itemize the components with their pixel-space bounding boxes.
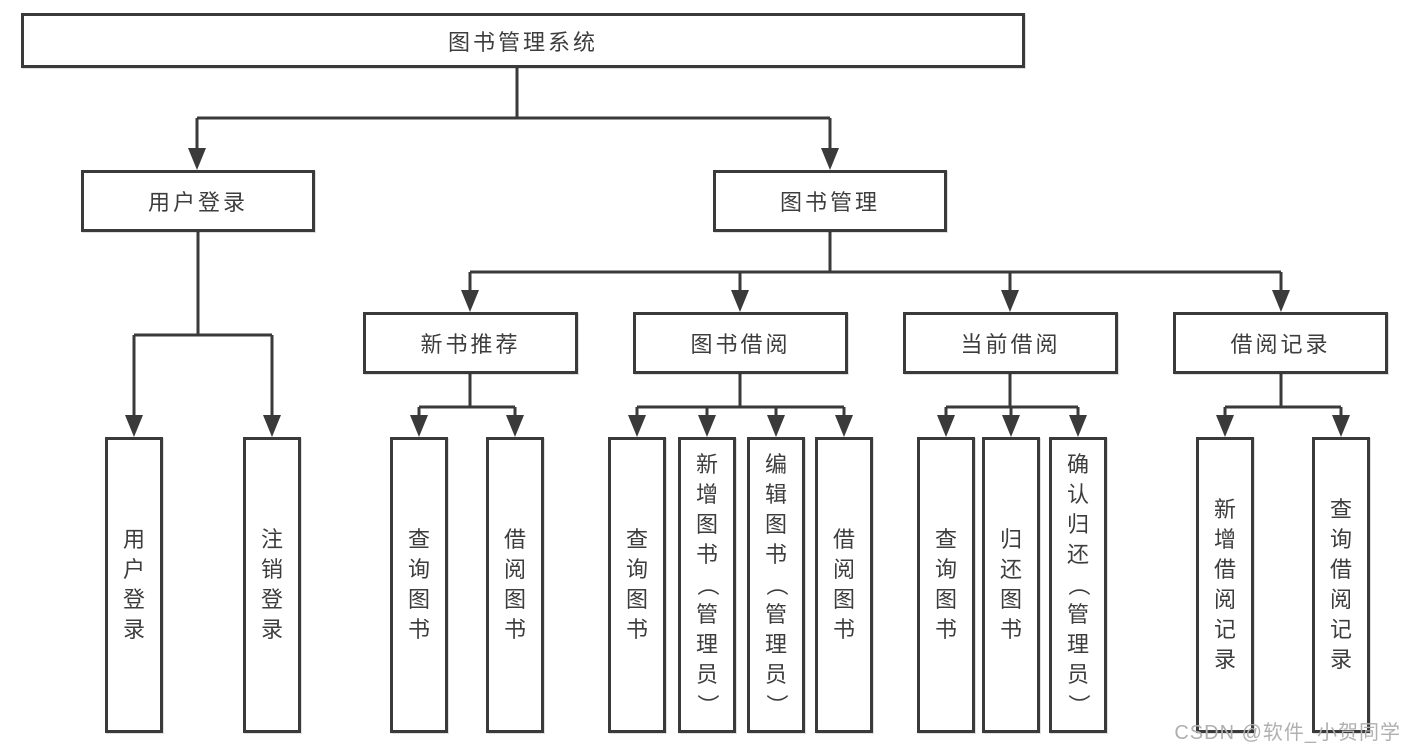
- leaf-br-query-record-label: 查询借阅记录: [1329, 497, 1352, 672]
- leaf-user-login: 用户登录: [105, 437, 163, 733]
- leaf-bb-add-books-admin-label: 新增图书（管理员）: [695, 452, 720, 716]
- arrowhead-nb-borrow: [506, 415, 524, 437]
- leaf-cb-confirm-return-admin-label: 确认归还（管理员）: [1066, 452, 1091, 716]
- leaf-bb-edit-books-admin: 编辑图书（管理员）: [747, 437, 805, 733]
- arrowhead-nb-query: [410, 415, 428, 437]
- arrowhead-br-query: [1332, 415, 1350, 437]
- node-book-borrow: 图书借阅: [633, 312, 848, 374]
- leaf-br-query-record: 查询借阅记录: [1312, 437, 1370, 733]
- node-new-book-rec: 新书推荐: [363, 312, 578, 374]
- connector-book-borrow-to-leaves: [628, 374, 853, 437]
- leaf-logout: 注销登录: [243, 437, 301, 733]
- arrowhead-br-add: [1216, 415, 1234, 437]
- connector-borrow-record-to-leaves: [1216, 374, 1350, 437]
- connector-book-mgmt-to-level3: [461, 232, 1290, 312]
- arrowhead-book-mgmt: [821, 148, 839, 170]
- connector-user-login-to-leaves: [125, 232, 281, 437]
- leaf-nb-borrow-books-label: 借阅图书: [503, 527, 526, 642]
- leaf-br-add-record-label: 新增借阅记录: [1213, 497, 1236, 672]
- leaf-cb-return-books: 归还图书: [982, 437, 1040, 733]
- leaf-cb-query-books-label: 查询图书: [934, 527, 957, 642]
- node-root: 图书管理系统: [21, 13, 1025, 68]
- leaf-bb-edit-books-admin-label: 编辑图书（管理员）: [764, 452, 789, 716]
- leaf-bb-borrow-books-label: 借阅图书: [832, 527, 855, 642]
- arrowhead-cb-confirm: [1069, 415, 1087, 437]
- arrowhead-borrow-record: [1272, 290, 1290, 312]
- arrowhead-bb-edit: [767, 415, 785, 437]
- leaf-br-add-record: 新增借阅记录: [1196, 437, 1254, 733]
- connector-current-borrow-to-leaves: [937, 374, 1087, 437]
- arrowhead-user-login: [188, 148, 206, 170]
- leaf-cb-confirm-return-admin: 确认归还（管理员）: [1049, 437, 1107, 733]
- connector-new-book-rec-to-leaves: [410, 374, 524, 437]
- leaf-cb-return-books-label: 归还图书: [999, 527, 1022, 642]
- arrowhead-bb-add: [698, 415, 716, 437]
- leaf-nb-borrow-books: 借阅图书: [486, 437, 544, 733]
- leaf-bb-add-books-admin: 新增图书（管理员）: [678, 437, 736, 733]
- leaf-cb-query-books: 查询图书: [917, 437, 975, 733]
- leaf-bb-query-books: 查询图书: [608, 437, 666, 733]
- csdn-watermark: CSDN @软件_小贺同学: [1174, 722, 1401, 744]
- connector-root-to-level2: [188, 68, 839, 170]
- arrowhead-cb-query: [937, 415, 955, 437]
- leaf-bb-query-books-label: 查询图书: [625, 527, 648, 642]
- leaf-nb-query-books-label: 查询图书: [407, 527, 430, 642]
- leaf-nb-query-books: 查询图书: [390, 437, 448, 733]
- leaf-logout-label: 注销登录: [260, 527, 283, 642]
- arrowhead-bb-query: [628, 415, 646, 437]
- arrowhead-current-borrow: [1001, 290, 1019, 312]
- arrowhead-cb-return: [1002, 415, 1020, 437]
- node-borrow-record: 借阅记录: [1173, 312, 1388, 374]
- arrowhead-leaf-logout: [263, 415, 281, 437]
- arrowhead-bb-borrow: [835, 415, 853, 437]
- arrowhead-leaf-user-login: [125, 415, 143, 437]
- node-book-mgmt: 图书管理: [713, 170, 947, 232]
- node-user-login: 用户登录: [81, 170, 315, 232]
- arrowhead-book-borrow: [731, 290, 749, 312]
- arrowhead-new-book-rec: [461, 290, 479, 312]
- node-current-borrow: 当前借阅: [903, 312, 1118, 374]
- leaf-user-login-label: 用户登录: [122, 527, 145, 642]
- leaf-bb-borrow-books: 借阅图书: [815, 437, 873, 733]
